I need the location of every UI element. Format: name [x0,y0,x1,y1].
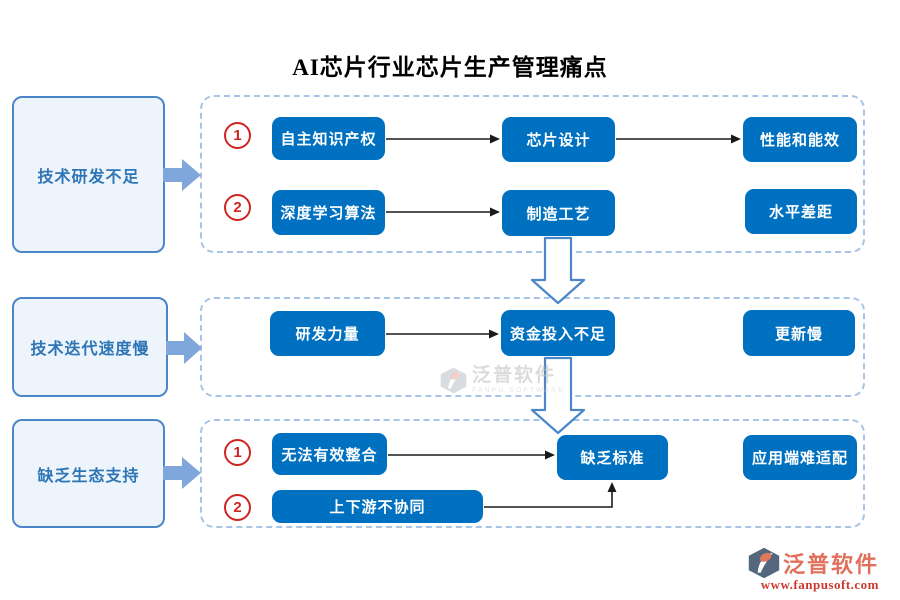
node-label: 无法有效整合 [281,446,378,464]
node-app-adaptation: 应用端难适配 [743,435,857,480]
badge-number: 2 [233,199,242,216]
badge-number: 2 [233,499,242,516]
page-title: AI芯片行业芯片生产管理痛点 [292,55,608,80]
badge-number: 1 [233,444,242,461]
node-chip-design: 芯片设计 [502,117,615,162]
step-badge-2: 2 [224,494,251,521]
footer-brand: 泛普软件 [783,552,880,577]
category-label: 技术研发不足 [37,168,140,186]
node-label: 研发力量 [295,326,360,343]
node-cannot-integrate: 无法有效整合 [272,433,387,475]
step-badge-1: 1 [224,439,251,466]
category-label: 技术迭代速度慢 [30,341,150,358]
node-label: 应用端难适配 [751,450,848,467]
node-rd-strength: 研发力量 [270,311,385,356]
fat-arrow-icon [163,159,201,191]
category-box-tech-rd: 技术研发不足 [12,96,165,253]
node-label: 上下游不协同 [329,499,426,516]
fanpu-logo-icon [440,367,467,393]
node-deep-learning: 深度学习算法 [272,190,385,235]
node-upstream-downstream: 上下游不协同 [272,490,483,523]
node-label: 制造工艺 [526,205,591,223]
node-label: 自主知识产权 [280,131,377,148]
badge-number: 1 [233,127,242,144]
node-performance: 性能和能效 [743,117,857,162]
category-label: 缺乏生态支持 [37,467,140,485]
node-label: 性能和能效 [759,132,840,149]
category-box-iteration-speed: 技术迭代速度慢 [12,297,168,397]
node-lack-standards: 缺乏标准 [557,435,668,480]
footer-logo: 泛普软件 www.fanpusoft.com [748,547,879,593]
node-ip-rights: 自主知识产权 [272,117,385,160]
node-label: 深度学习算法 [280,205,377,222]
node-label: 更新慢 [774,325,823,343]
fat-arrow-icon [163,457,201,489]
node-level-gap: 水平差距 [745,189,857,234]
node-manufacturing: 制造工艺 [502,190,615,236]
node-label: 缺乏标准 [580,450,645,467]
watermark-subtitle: FANPU SOFTWARE [472,387,565,394]
node-funding-shortage: 资金投入不足 [501,310,615,356]
watermark: 泛普软件 FANPU SOFTWARE [440,366,565,394]
node-label: 资金投入不足 [509,325,606,343]
fanpu-logo-icon [748,547,780,579]
step-badge-2: 2 [224,194,251,221]
watermark-brand: 泛普软件 [472,365,557,386]
step-badge-1: 1 [224,122,251,149]
category-box-ecosystem: 缺乏生态支持 [12,419,165,528]
node-slow-update: 更新慢 [743,310,855,356]
node-label: 芯片设计 [526,132,591,149]
fat-arrow-icon [166,332,202,364]
node-label: 水平差距 [768,204,833,221]
footer-url: www.fanpusoft.com [760,577,880,592]
